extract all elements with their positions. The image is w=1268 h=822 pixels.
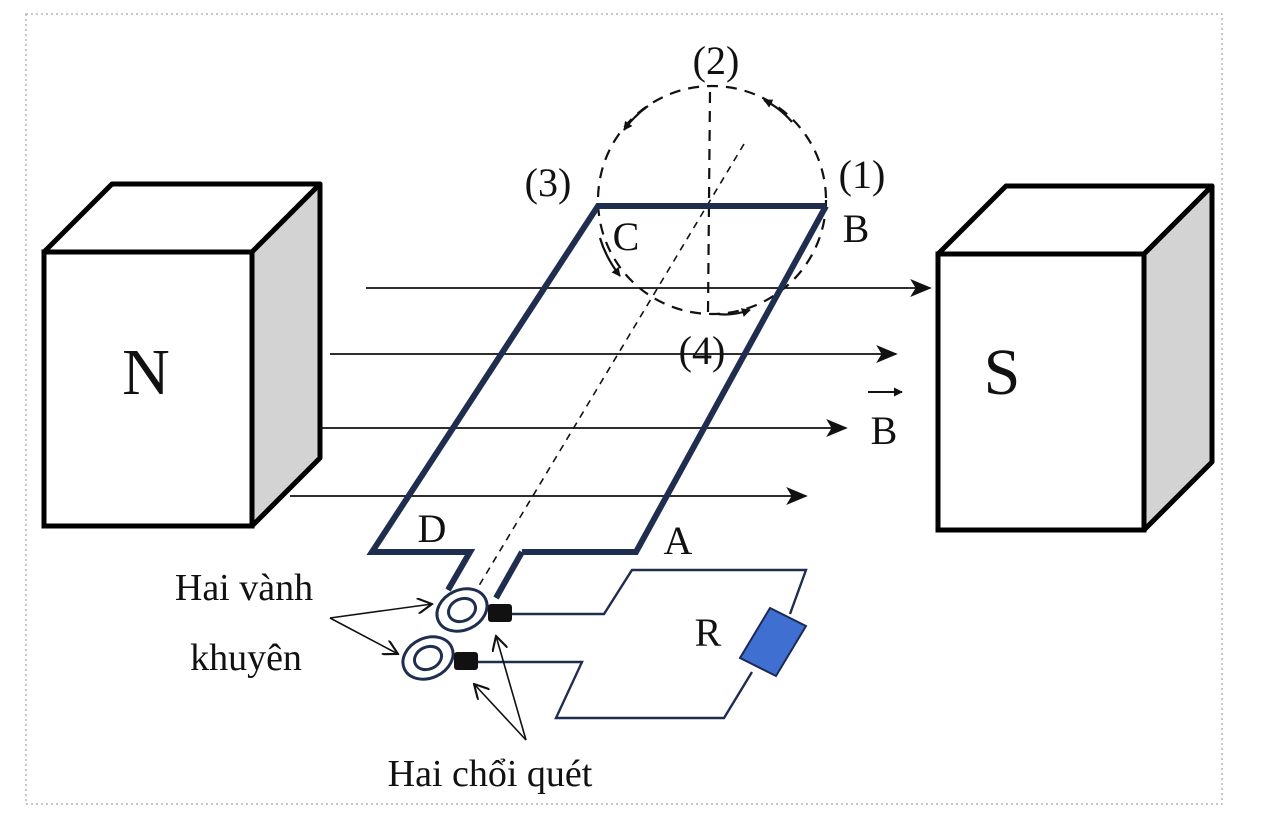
resistor-label: R (695, 610, 722, 655)
external-circuit (478, 568, 808, 720)
slip-ring-lower-inner (412, 644, 444, 672)
rotation-arrow-top-right (763, 99, 793, 123)
corner-label-d: D (418, 506, 447, 551)
rotation-circle (596, 84, 828, 316)
brush-lower (454, 652, 478, 670)
rings-callout-pointers (329, 604, 432, 654)
rotation-arrows (598, 99, 793, 317)
north-magnet-front-face (41, 249, 255, 529)
position-label-4: (4) (679, 328, 726, 373)
position-label-1: (1) (839, 152, 886, 197)
brushes-callout: Hai chổi quét (388, 753, 593, 795)
south-magnet-front-face (935, 251, 1147, 533)
rotation-arrow-top-left (623, 105, 649, 131)
slip-ring-upper-inner (446, 596, 478, 624)
brush-upper (488, 604, 512, 622)
circuit-wire-lower (478, 660, 754, 720)
north-magnet-label: N (122, 336, 170, 409)
rings-callout-line2: khuyên (190, 637, 302, 679)
brush-pointer-upper (496, 636, 527, 741)
brush-pointer-lower (474, 684, 527, 741)
rotation-arrow-bottom (717, 308, 751, 317)
south-magnet: S (935, 183, 1215, 533)
north-magnet: N (41, 181, 323, 529)
rotation-path (473, 84, 828, 595)
brushes-callout-pointers (474, 636, 527, 741)
rotation-arrow-left (598, 237, 621, 277)
coil (366, 203, 829, 600)
coil-loop (366, 203, 829, 600)
circuit-wire-upper (512, 568, 808, 616)
position-label-3: (3) (525, 160, 572, 205)
corner-label-b: B (843, 206, 870, 251)
position-label-2: (2) (693, 38, 740, 83)
corner-label-a: A (664, 518, 693, 563)
south-magnet-label: S (984, 336, 1021, 409)
corner-label-c: C (613, 214, 640, 259)
rings-pointer-upper (329, 604, 432, 619)
slip-rings (401, 587, 489, 681)
magnetic-field-lines (290, 279, 932, 505)
field-vector-letter: B (871, 408, 898, 453)
rings-callout-line1: Hai vành (175, 567, 313, 609)
brushes (454, 604, 512, 670)
rings-pointer-lower (329, 617, 398, 654)
resistor (738, 606, 808, 678)
field-vector-label: B (868, 387, 903, 453)
rotation-axis (473, 143, 745, 595)
figure-frame (25, 13, 1223, 805)
